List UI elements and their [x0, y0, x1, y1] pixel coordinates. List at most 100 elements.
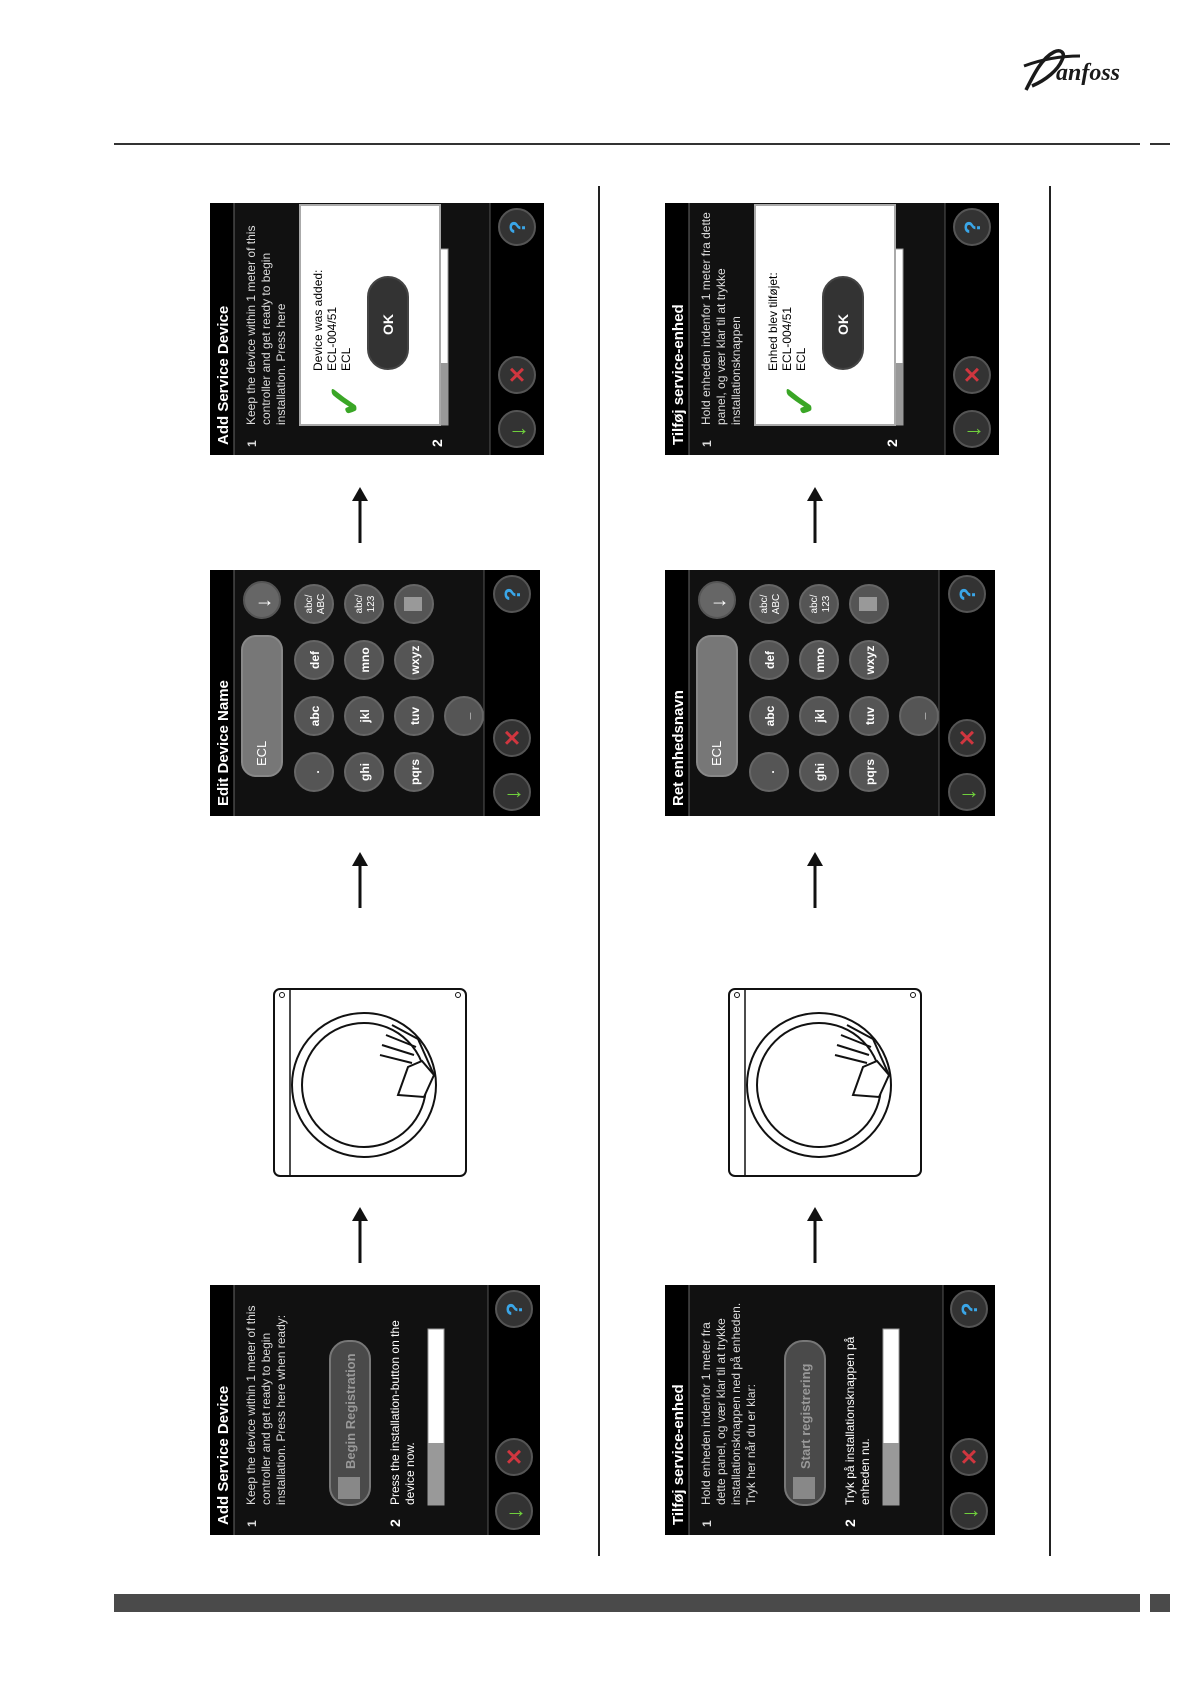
screen-title: Ret enhedsnavn [670, 690, 687, 806]
down-arrow-icon: ↓ [708, 598, 730, 608]
pointing-hand-icon [834, 1024, 891, 1099]
svg-text:2: 2 [429, 439, 445, 447]
cancel-button[interactable]: ✕ [948, 719, 986, 757]
keypad-key[interactable]: wxyz [394, 640, 434, 680]
dialog-ok-button[interactable]: OK [822, 276, 864, 370]
begin-registration-button[interactable] [329, 1340, 371, 1506]
cancel-button[interactable]: ✕ [495, 1438, 533, 1476]
numeric-toggle-key[interactable]: abc/123 [344, 584, 384, 624]
down-key[interactable]: ↓ [243, 581, 281, 619]
keypad-key[interactable]: _ [899, 696, 939, 736]
help-button[interactable]: ? [950, 1290, 988, 1328]
header-rule [114, 143, 1140, 145]
flow-arrow [807, 1207, 823, 1263]
flow-arrow [352, 852, 368, 908]
screen-title: Tilføj service-enhed [670, 304, 687, 445]
screen-title: Edit Device Name [215, 680, 232, 806]
svg-text:mno: mno [813, 647, 827, 672]
device-name-field[interactable] [696, 635, 738, 777]
svg-text:1: 1 [245, 440, 259, 447]
down-key[interactable]: ↓ [698, 581, 736, 619]
confirm-button[interactable]: ↓ [953, 410, 991, 448]
svg-text:2: 2 [884, 439, 900, 447]
blue-question-icon: ? [957, 1303, 982, 1316]
step2-instruction: Tryk på installationsknappen på enheden … [843, 1336, 872, 1505]
svg-text:123: 123 [821, 595, 832, 612]
blue-question-icon: ? [502, 1303, 527, 1316]
checkmark-icon: ✓ [776, 382, 825, 419]
flow-arrow [352, 1207, 368, 1263]
keypad-key[interactable]: . [294, 752, 334, 792]
flow-arrow [807, 487, 823, 543]
cancel-button[interactable]: ✕ [498, 356, 536, 394]
keypad-key[interactable]: def [749, 640, 789, 680]
svg-text:123: 123 [366, 595, 377, 612]
device-name-field[interactable] [241, 635, 283, 777]
svg-text:wxyz: wxyz [408, 646, 422, 676]
keypad-key[interactable]: def [294, 640, 334, 680]
cancel-button[interactable]: ✕ [953, 356, 991, 394]
svg-text:OK: OK [835, 314, 851, 335]
da-edit-device-name-screen: Ret enhedsnavn ECL ↓ .abcdefghijklmnopqr… [665, 570, 995, 816]
keypad-key[interactable]: pqrs [394, 752, 434, 792]
blue-question-icon: ? [955, 588, 980, 601]
confirm-button[interactable]: ↓ [950, 1492, 988, 1530]
keypad-key[interactable]: wxyz [849, 640, 889, 680]
keypad-key[interactable]: ghi [344, 752, 384, 792]
dialog-line-1: Enhed blev tilføjet: [766, 272, 780, 371]
svg-text:abc/: abc/ [304, 594, 315, 613]
red-x-icon: ✕ [500, 729, 525, 747]
shift-key[interactable]: abc/ABC [749, 584, 789, 624]
keypad-key[interactable]: pqrs [849, 752, 889, 792]
svg-text:1: 1 [245, 1520, 259, 1527]
svg-text:.: . [308, 770, 322, 773]
help-button[interactable]: ? [953, 208, 991, 246]
help-button[interactable]: ? [495, 1290, 533, 1328]
keypad-key[interactable]: tuv [394, 696, 434, 736]
confirm-button[interactable]: ↓ [495, 1492, 533, 1530]
svg-text:anfoss: anfoss [1056, 60, 1120, 86]
numeric-toggle-key[interactable]: abc/123 [799, 584, 839, 624]
confirm-button[interactable]: ↓ [493, 773, 531, 811]
da-device-added-screen: Tilføj service-enhed 1 Hold enheden inde… [665, 203, 999, 455]
keypad-key[interactable]: abc [294, 696, 334, 736]
svg-text:jkl: jkl [358, 709, 372, 723]
keypad-key[interactable]: . [749, 752, 789, 792]
begin-registration-button[interactable] [784, 1340, 826, 1506]
confirm-button[interactable]: ↓ [948, 773, 986, 811]
cancel-button[interactable]: ✕ [950, 1438, 988, 1476]
svg-text:abc/: abc/ [809, 594, 820, 613]
step2-instruction: Press the installation-button on the dev… [388, 1320, 417, 1505]
dialog-line-2: ECL-004/51 [780, 307, 794, 371]
svg-text:2: 2 [387, 1519, 403, 1527]
delete-key[interactable] [394, 584, 434, 624]
green-check-arrow-icon: ↓ [957, 1508, 982, 1519]
screen-title: Add Service Device [215, 306, 232, 445]
dialog-ok-button[interactable]: OK [367, 276, 409, 370]
keypad-key[interactable]: tuv [849, 696, 889, 736]
svg-text:tuv: tuv [408, 707, 422, 725]
keypad-key[interactable]: jkl [799, 696, 839, 736]
help-button[interactable]: ? [498, 208, 536, 246]
svg-text:abc/: abc/ [759, 594, 770, 613]
shift-key[interactable]: abc/ABC [294, 584, 334, 624]
keypad-key[interactable]: mno [799, 640, 839, 680]
svg-text:def: def [763, 650, 777, 669]
confirm-button[interactable]: ↓ [498, 410, 536, 448]
help-button[interactable]: ? [948, 575, 986, 613]
keypad-key[interactable]: abc [749, 696, 789, 736]
cancel-button[interactable]: ✕ [493, 719, 531, 757]
red-x-icon: ✕ [502, 1448, 527, 1466]
delete-key[interactable] [849, 584, 889, 624]
footer-bar-tab [1150, 1594, 1170, 1612]
keypad-key[interactable]: mno [344, 640, 384, 680]
svg-text:_: _ [913, 712, 927, 720]
keypad-key[interactable]: _ [444, 696, 484, 736]
green-check-arrow-icon: ↓ [955, 789, 980, 800]
svg-text:tuv: tuv [863, 707, 877, 725]
screen-title: Tilføj service-enhed [670, 1384, 687, 1525]
keypad-key[interactable]: jkl [344, 696, 384, 736]
keypad-key[interactable]: ghi [799, 752, 839, 792]
step1-instruction: Keep the device within 1 meter of this c… [244, 225, 288, 425]
help-button[interactable]: ? [493, 575, 531, 613]
